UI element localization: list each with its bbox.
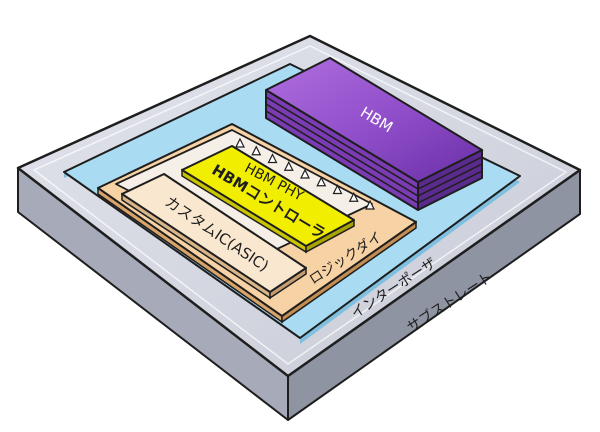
- phy-bumps: [235, 137, 375, 210]
- phy-bump: [267, 153, 278, 164]
- hbm-layer-line-3r: [417, 170, 483, 204]
- hbm-layer-line-1r: [417, 156, 483, 190]
- phy-bump: [235, 137, 245, 148]
- custom-ic-block: [121, 173, 307, 300]
- custom-ic-top: [121, 173, 307, 293]
- hbm-controller-top: [181, 145, 355, 247]
- hbm-layer-line-1: [265, 96, 419, 190]
- phy-bump: [300, 168, 310, 179]
- hbm-layer-line-3: [265, 110, 419, 204]
- phy-bump: [251, 145, 262, 156]
- substrate-bevel: [32, 45, 568, 365]
- phy-bump: [348, 191, 359, 202]
- hbm-stack: [265, 57, 484, 211]
- phy-bump: [316, 176, 327, 187]
- phy-bump: [332, 184, 343, 195]
- phy-bump: [365, 199, 375, 210]
- hbm-layer-line-2: [265, 103, 419, 197]
- hbm-top: [265, 57, 483, 183]
- hbm-layer-line-2r: [417, 163, 483, 197]
- hbm-controller-block: [181, 145, 355, 254]
- phy-bump: [283, 160, 294, 171]
